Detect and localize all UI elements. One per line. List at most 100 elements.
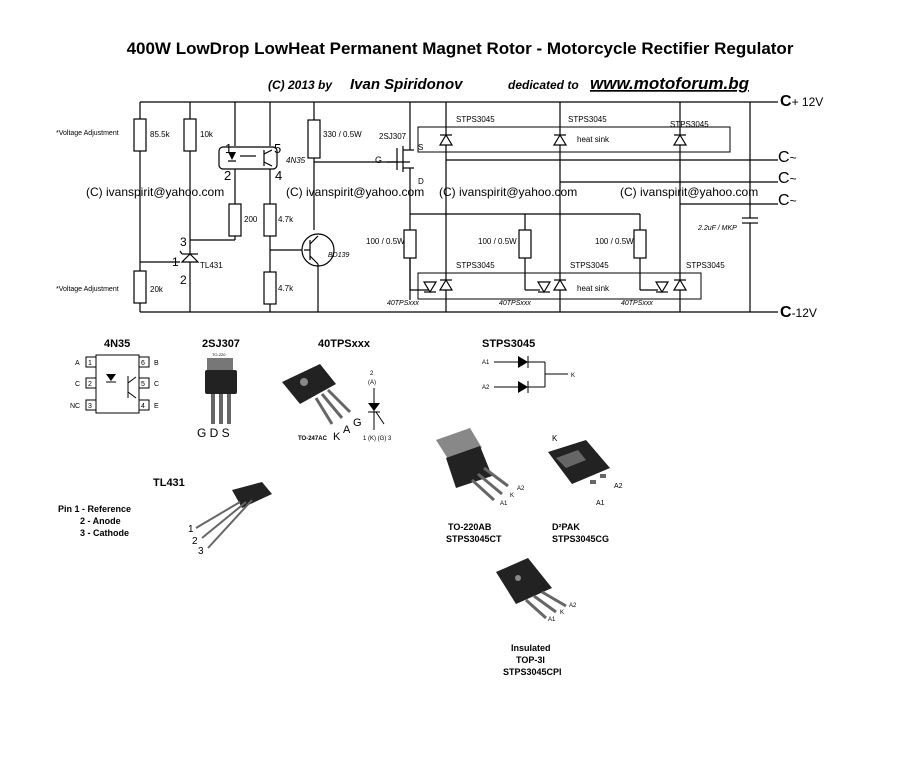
svg-text:A2: A2 <box>517 486 525 492</box>
svg-text:STPS3045: STPS3045 <box>670 120 709 129</box>
capacitor-2u2: 2.2uF / MKP <box>697 102 758 312</box>
svg-text:4N35: 4N35 <box>286 156 306 165</box>
svg-text:STPS3045: STPS3045 <box>570 261 609 270</box>
resistor-100-3 <box>633 229 647 259</box>
svg-text:2: 2 <box>370 371 374 377</box>
author-name: Ivan Spiridonov <box>350 76 464 93</box>
package-top3i: A2 K A1 Insulated TOP-3I STPS3045CPI <box>496 558 577 677</box>
diode-top-3: STPS3045 <box>670 102 709 204</box>
tl431-pin2-desc: 2 - Anode <box>80 516 121 526</box>
svg-text:A2: A2 <box>569 603 577 609</box>
site-name: www.motoforum.bg <box>590 74 750 93</box>
email-2: (C) ivanspirit@yahoo.com <box>286 185 424 199</box>
diode-bottom-1: STPS3045 <box>438 261 495 312</box>
email-3: (C) ivanspirit@yahoo.com <box>439 185 577 199</box>
diode-bottom-2: STPS3045 <box>552 261 609 312</box>
svg-text:D: D <box>418 177 424 186</box>
scr-1: 40TPSxxx <box>387 281 438 307</box>
svg-text:K: K <box>510 493 514 499</box>
svg-text:G: G <box>375 155 382 165</box>
diode-top-1: STPS3045 <box>438 102 495 160</box>
svg-text:1: 1 <box>225 141 232 156</box>
label-100-1: 100 / 0.5W <box>366 237 405 246</box>
svg-text:1: 1 <box>88 360 92 367</box>
terminal-plus-12v: C+ 12V <box>780 93 823 110</box>
svg-text:STPS3045CPI: STPS3045CPI <box>503 667 562 677</box>
heatsink-bottom-label: heat sink <box>577 284 610 293</box>
svg-text:1 (K) (G) 3: 1 (K) (G) 3 <box>363 436 392 442</box>
svg-text:STPS3045CT: STPS3045CT <box>446 534 502 544</box>
package-tl431: 1 2 3 <box>188 482 272 557</box>
resistor-100-2 <box>518 229 532 259</box>
svg-text:A: A <box>75 360 80 367</box>
label-330: 330 / 0.5W <box>323 130 362 139</box>
resistor-330 <box>307 119 321 159</box>
pinout-4n35: 1 2 3 6 5 4 A C NC B C E <box>70 354 159 414</box>
svg-text:3: 3 <box>180 235 187 249</box>
label-4k7-a: 4.7k <box>278 215 294 224</box>
heatsink-bottom <box>417 272 702 300</box>
svg-text:A2: A2 <box>482 385 490 391</box>
tl431-pin3-desc: 3 - Cathode <box>80 528 129 538</box>
package-to220ab: A2 K A1 TO-220AB STPS3045CT <box>436 428 525 544</box>
svg-text:(A): (A) <box>368 380 376 386</box>
resistor-4k7-a <box>263 203 277 237</box>
svg-text:TOP-3I: TOP-3I <box>516 655 545 665</box>
voltage-adj-label-top: *Voltage Adjustment <box>56 130 119 137</box>
svg-text:TO-220AB: TO-220AB <box>448 522 492 532</box>
svg-text:STPS3045: STPS3045 <box>686 261 725 270</box>
svg-text:G: G <box>353 417 362 429</box>
svg-text:B: B <box>154 360 159 367</box>
email-4: (C) ivanspirit@yahoo.com <box>620 185 758 199</box>
dedicated-text: dedicated to <box>508 78 579 92</box>
resistor-10k <box>183 118 197 152</box>
package-40tps: TO-247AC K A G <box>282 364 362 443</box>
svg-text:C: C <box>75 381 80 388</box>
part-tl431-title: TL431 <box>153 477 185 489</box>
part-40tps-title: 40TPSxxx <box>318 338 371 350</box>
svg-text:K: K <box>333 431 341 443</box>
label-100-2: 100 / 0.5W <box>478 237 517 246</box>
terminal-minus-12v: C-12V <box>780 304 817 321</box>
label-4k7-b: 4.7k <box>278 284 294 293</box>
svg-text:K: K <box>552 434 558 443</box>
svg-text:3: 3 <box>88 403 92 410</box>
svg-text:STPS3045CG: STPS3045CG <box>552 534 609 544</box>
svg-text:C: C <box>154 381 159 388</box>
svg-text:2: 2 <box>192 536 198 547</box>
symbol-40tps: 2 (A) 1 (K) (G) 3 <box>363 371 392 442</box>
resistor-200 <box>228 203 242 237</box>
svg-text:STPS3045: STPS3045 <box>568 115 607 124</box>
svg-text:A: A <box>343 424 351 436</box>
svg-text:STPS3045: STPS3045 <box>456 261 495 270</box>
heatsink-top <box>417 126 731 153</box>
optocoupler-4n35: 1 2 5 4 4N35 <box>218 102 306 183</box>
svg-text:2.2uF / MKP: 2.2uF / MKP <box>697 225 737 232</box>
tl431-symbol: TL431 1 2 3 <box>172 235 223 312</box>
svg-text:K: K <box>571 373 575 379</box>
part-4n35-title: 4N35 <box>104 338 130 350</box>
svg-text:E: E <box>154 403 159 410</box>
svg-text:3: 3 <box>198 546 204 557</box>
svg-text:NC: NC <box>70 403 80 410</box>
svg-text:2: 2 <box>180 273 187 287</box>
svg-text:2SJ307: 2SJ307 <box>379 132 407 141</box>
svg-text:4: 4 <box>275 168 282 183</box>
diode-top-2: STPS3045 <box>552 102 607 182</box>
label-10k: 10k <box>200 130 214 139</box>
symbol-stps3045: A1 A2 K <box>482 356 575 393</box>
svg-text:A1: A1 <box>596 500 605 507</box>
svg-text:1: 1 <box>188 524 194 535</box>
svg-text:Insulated: Insulated <box>511 643 551 653</box>
terminal-ac-1: C~ <box>778 149 797 166</box>
copyright-text: (C) 2013 by <box>268 78 333 92</box>
svg-text:2: 2 <box>88 381 92 388</box>
svg-text:40TPSxxx: 40TPSxxx <box>499 300 531 307</box>
svg-text:A1: A1 <box>548 617 556 623</box>
scr-3: 40TPSxxx <box>621 281 670 307</box>
svg-text:D²PAK: D²PAK <box>552 522 580 532</box>
scr-2: 40TPSxxx <box>499 281 552 307</box>
svg-text:A1: A1 <box>500 501 508 507</box>
svg-text:40TPSxxx: 40TPSxxx <box>621 300 653 307</box>
